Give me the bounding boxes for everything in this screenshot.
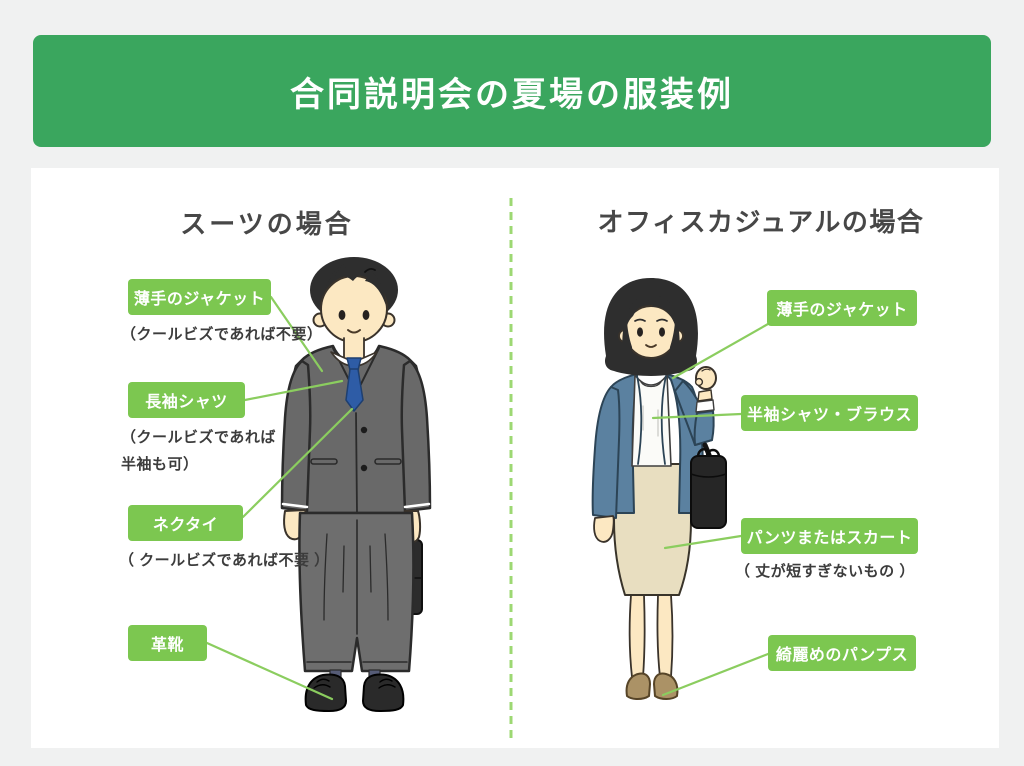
- man-eye-left: [338, 310, 346, 320]
- suit-column-title: スーツの場合: [180, 209, 354, 239]
- label-light-jacket-suit: 薄手のジャケット: [128, 279, 271, 315]
- woman-jacket-lapels: [636, 375, 667, 465]
- leader-line-tie-man: [241, 407, 354, 519]
- woman-jacket-sleeve-left: [591, 386, 621, 519]
- leader-line-jacket-man: [269, 295, 324, 373]
- man-hair-accent: [364, 267, 376, 273]
- label-light-jacket-casual: 薄手のジャケット: [767, 290, 917, 326]
- note-long-sleeve-shirt: （クールビズであれば 半袖も可）: [121, 424, 276, 478]
- header-banner: 合同説明会の夏場の服装例: [33, 35, 991, 147]
- man-neck-outline: [343, 337, 365, 358]
- woman-hair-strand-left: [622, 318, 633, 365]
- man-jacket-button-bottom: [360, 464, 368, 472]
- page-title: 合同説明会の夏場の服装例: [290, 75, 734, 114]
- man-jacket-opening: [355, 412, 358, 514]
- woman-blouse-folds: [642, 405, 659, 437]
- man-neck: [344, 336, 364, 359]
- woman-bag-flap-seam: [690, 473, 727, 478]
- woman-mouth: [645, 344, 657, 348]
- leader-lines: [205, 295, 770, 701]
- woman-office-casual-illustration: [591, 278, 727, 700]
- man-in-suit-illustration: [280, 257, 432, 712]
- woman-pump-left: [625, 672, 651, 700]
- woman-pump-right: [653, 672, 679, 700]
- label-short-sleeve-blouse: 半袖シャツ・ブラウス: [741, 395, 918, 431]
- man-jacket-pocket-right: [374, 458, 402, 465]
- woman-blouse: [631, 374, 672, 467]
- woman-bag-handles: [696, 448, 721, 458]
- leader-line-jacket-woman: [671, 322, 770, 380]
- man-shoe-left-laces: [313, 678, 331, 689]
- leader-line-skirt-woman: [663, 534, 743, 550]
- man-shirt-cuff-left: [281, 502, 309, 509]
- man-hair-fringe: [322, 264, 386, 306]
- content-card: スーツの場合 オフィスカジュアルの場合 薄手のジャケット （クールビズであれば不…: [31, 168, 999, 748]
- illustration-scene: [205, 198, 770, 740]
- man-jacket-pocket-left: [310, 458, 338, 465]
- woman-thumb: [694, 377, 704, 387]
- woman-eye-left: [637, 327, 643, 337]
- woman-blouse-cuff: [695, 399, 715, 413]
- man-arm-right: [400, 359, 432, 513]
- woman-hair-strand-right: [669, 318, 680, 365]
- note-line-2: 半袖も可）: [121, 456, 199, 473]
- man-jacket-button-top: [360, 426, 368, 434]
- woman-leg-right: [656, 594, 674, 678]
- label-pants-or-skirt: パンツまたはスカート: [741, 518, 918, 554]
- woman-eye-right: [659, 327, 665, 337]
- note-pants-or-skirt: （ 丈が短すぎないもの ）: [735, 563, 915, 580]
- man-shirt-cuff-right: [403, 502, 431, 509]
- man-mouth: [347, 329, 361, 334]
- woman-raised-forearm: [693, 410, 715, 446]
- woman-knuckles: [701, 368, 711, 372]
- leader-line-shoes-man: [205, 641, 334, 701]
- casual-column-title: オフィスカジュアルの場合: [597, 207, 925, 237]
- label-neat-pumps: 綺麗めのパンプス: [768, 635, 916, 671]
- leader-line-shirt-man: [243, 379, 344, 402]
- leader-line-blouse-woman: [651, 412, 743, 420]
- woman-hair-fringe: [626, 295, 676, 326]
- label-leather-shoes: 革靴: [128, 625, 207, 661]
- woman-handbag: [690, 455, 727, 529]
- note-line-1: （クールビズであれば: [121, 429, 276, 446]
- woman-wrist: [697, 389, 713, 402]
- woman-leg-left: [628, 594, 646, 678]
- woman-hand-left: [593, 515, 615, 543]
- man-leather-shoe-left: [304, 673, 347, 712]
- man-arm-left: [280, 359, 312, 513]
- woman-eyebrows: [634, 318, 668, 322]
- man-eye-right: [362, 310, 370, 320]
- man-leather-shoe-right: [362, 673, 405, 712]
- man-shoe-right-laces: [378, 678, 396, 689]
- note-light-jacket-suit: （クールビズであれば不要）: [121, 326, 323, 343]
- woman-blouse-neckline: [640, 381, 662, 388]
- note-necktie: （ クールビズであれば不要 ）: [119, 552, 330, 569]
- label-necktie: ネクタイ: [128, 505, 243, 541]
- man-trouser-creases: [323, 533, 389, 621]
- man-tie-knot: [346, 357, 362, 371]
- leader-line-pumps-woman: [661, 652, 770, 697]
- man-tie-blade: [345, 368, 364, 412]
- label-long-sleeve-shirt: 長袖シャツ: [128, 382, 245, 418]
